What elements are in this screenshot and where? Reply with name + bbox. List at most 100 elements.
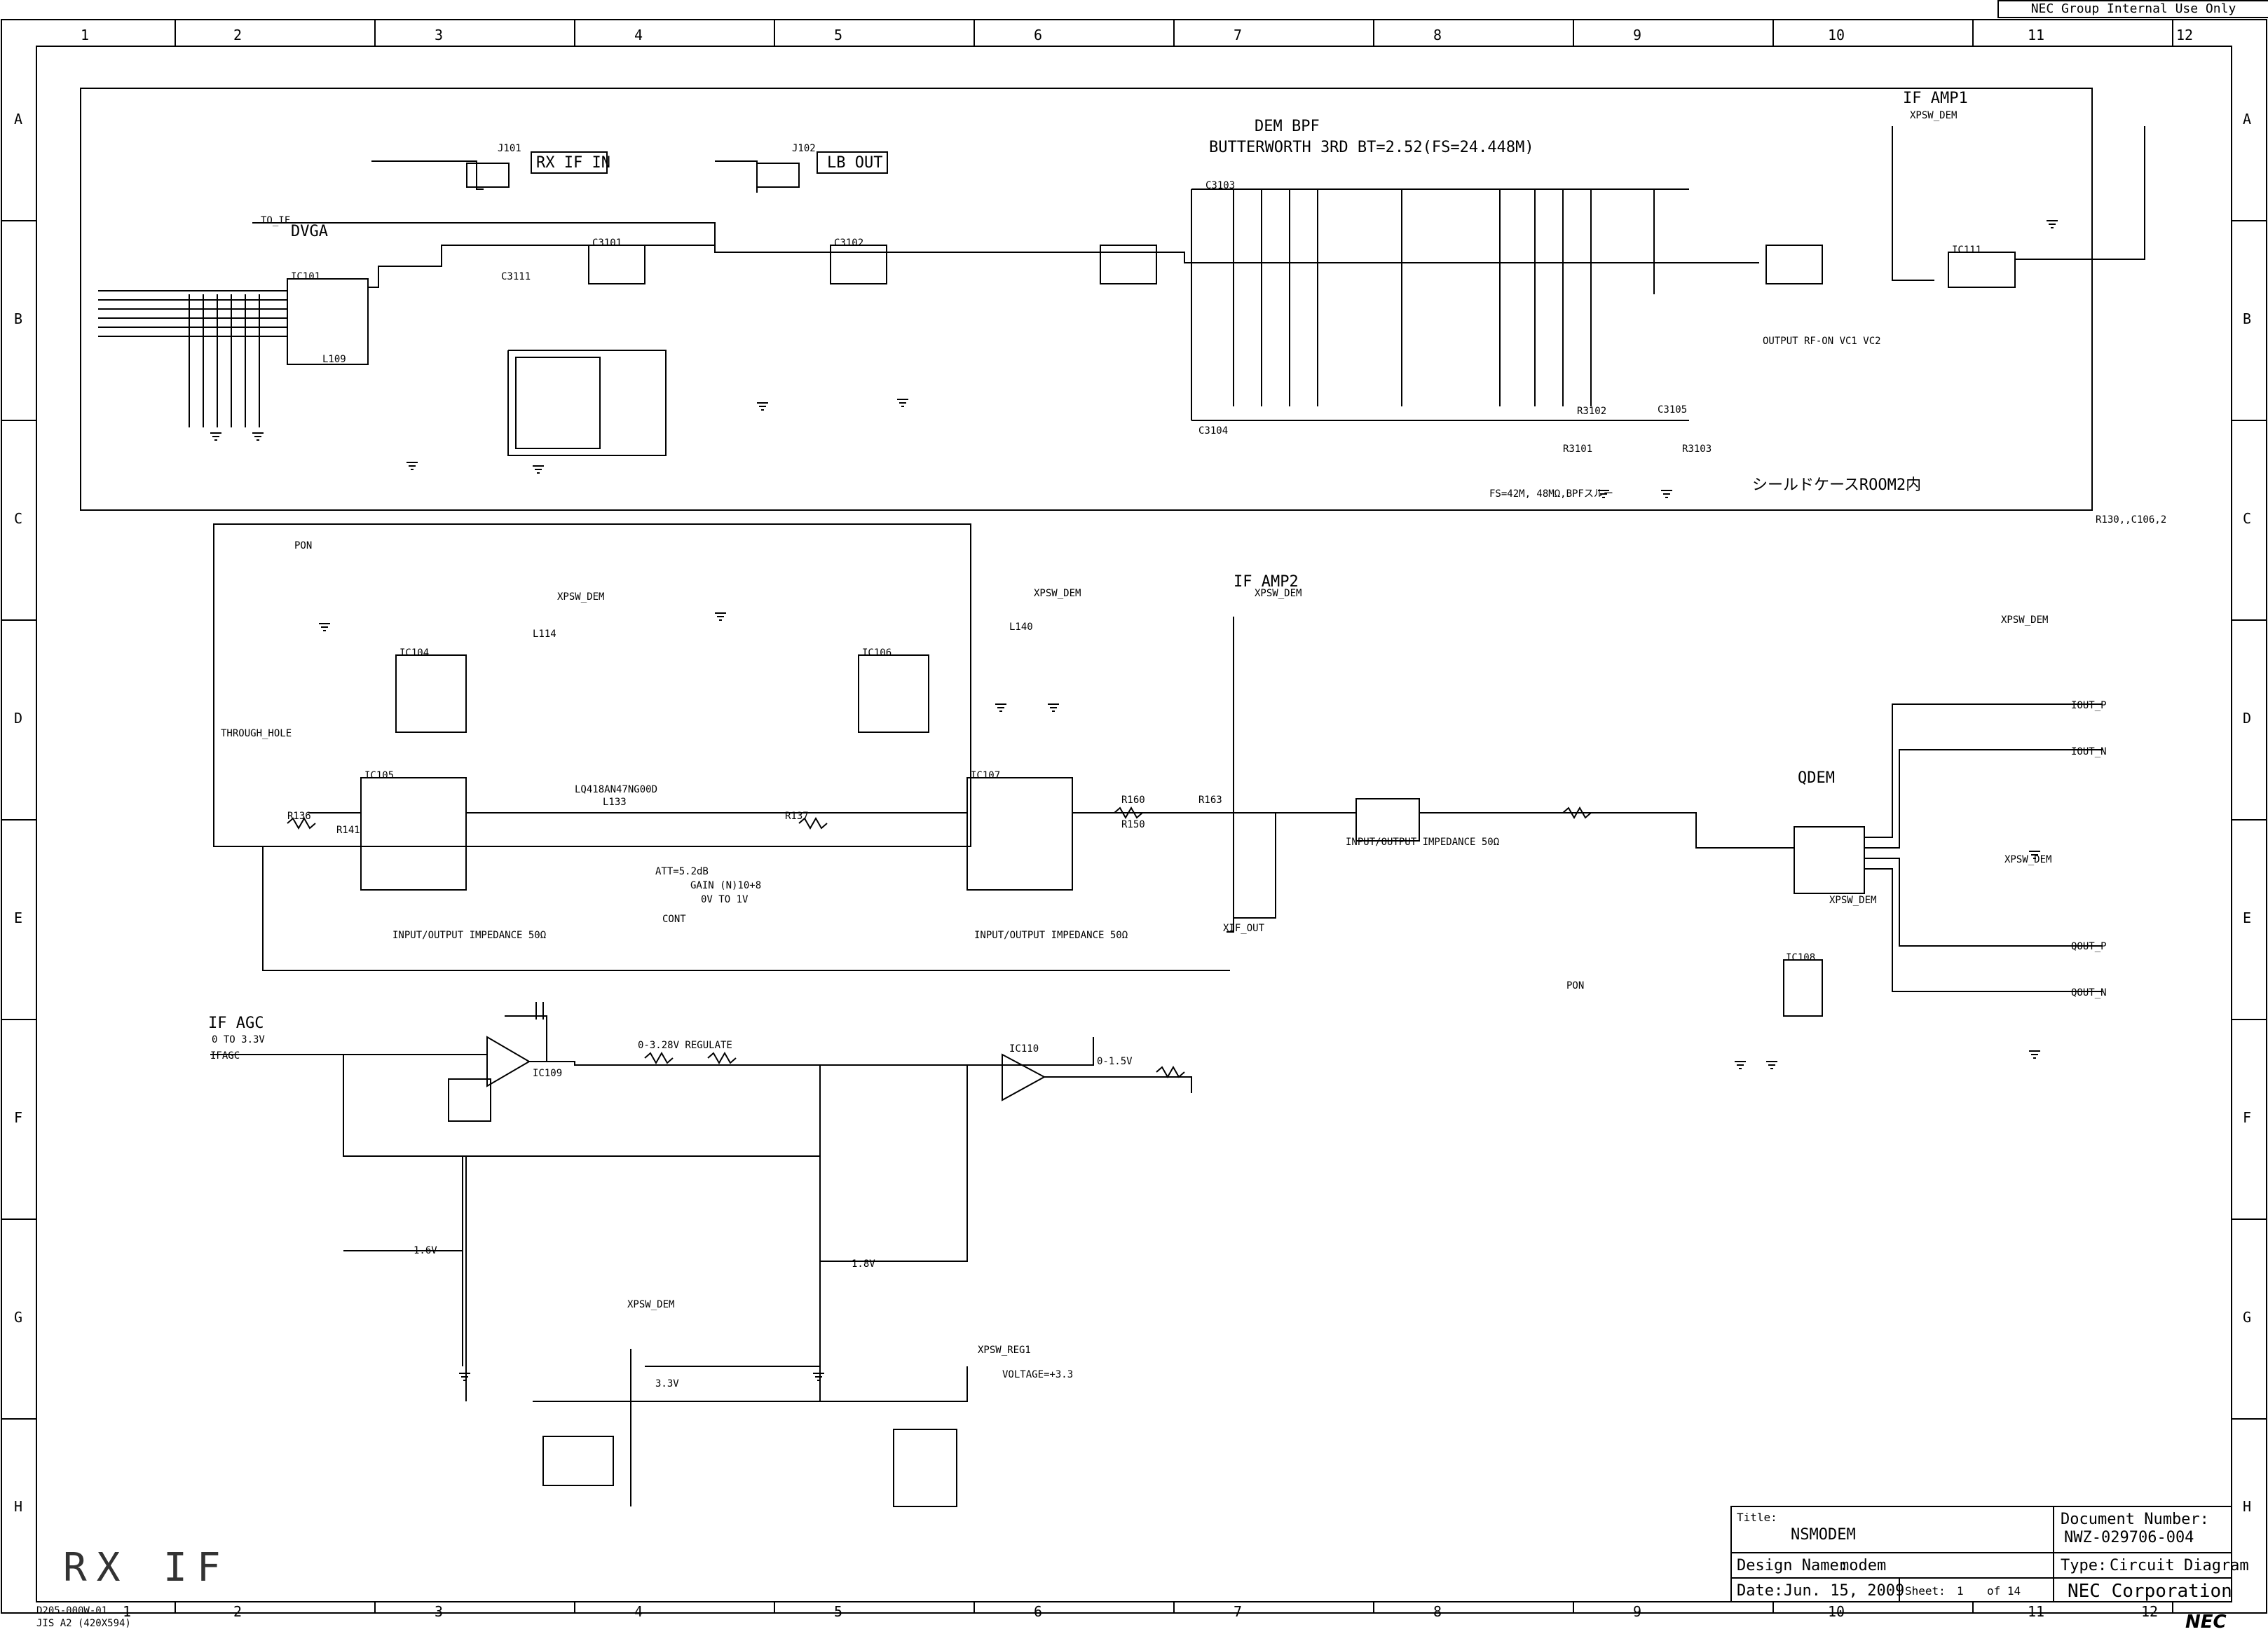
col-label-9: 9 (1633, 27, 1642, 43)
col-label-bottom-1: 1 (123, 1603, 132, 1620)
v15-net: 0-1.5V (1097, 1056, 1133, 1067)
l114-label: L114 (533, 629, 556, 640)
row-label-right-h: H (2243, 1498, 2252, 1515)
footer-form-id: D205-000W-01 (36, 1605, 108, 1616)
ic110-label: IC110 (1009, 1043, 1039, 1055)
j102-label: J102 (792, 143, 816, 154)
company-name: NEC Corporation (2068, 1581, 2232, 1602)
ic111-qdem (1794, 826, 1865, 894)
outer-frame (1, 19, 2267, 1614)
title-field-label: Title: (1737, 1511, 1777, 1524)
qout-n-net: QOUT_N (2071, 987, 2107, 998)
xpsw-reg-net: XPSW_REG1 (978, 1345, 1031, 1356)
rx-if-in-label: RX IF IN (536, 154, 610, 172)
v18-net: 1.8V (852, 1258, 875, 1270)
io-impedance-label-c: INPUT/OUTPUT IMPEDANCE 50Ω (1346, 837, 1500, 848)
xpsw-dem-3: XPSW_DEM (1910, 110, 1958, 121)
lq-bpf-label: LQ418AN47NG00D (575, 784, 658, 795)
col-label-2: 2 (233, 27, 242, 43)
col-label-3: 3 (435, 27, 444, 43)
r137-label: R137 (785, 811, 809, 822)
xpsw-dem-1: XPSW_DEM (557, 591, 605, 603)
rf-path-in (368, 245, 715, 288)
r160-label: R160 (1121, 795, 1145, 806)
fs-note: FS=42M, 48MΩ,BPFスルー (1489, 488, 1613, 500)
ic3103-switch (1100, 245, 1157, 284)
ic108-label: IC108 (1786, 952, 1816, 963)
col-label-1: 1 (81, 27, 90, 43)
ic111-label: IC111 (1952, 245, 1982, 256)
ic109-opamp (486, 1036, 531, 1087)
ic107-body (966, 777, 1073, 891)
row-label-right-g: G (2243, 1309, 2252, 1326)
r150-resistor (1114, 806, 1143, 820)
j102-body (756, 163, 800, 188)
xif-out-net: XIF_OUT (1223, 923, 1265, 934)
qdem-label: QDEM (1798, 769, 1835, 787)
l109-label: L109 (322, 354, 346, 365)
io-impedance-label-a: INPUT/OUTPUT IMPEDANCE 50Ω (392, 930, 547, 941)
row-label-f: F (14, 1109, 23, 1126)
c3103-label: C3103 (1205, 180, 1236, 191)
sheet-title: RX IF (63, 1545, 231, 1591)
reg-voltage-note: VOLTAGE=+3.3 (1002, 1369, 1074, 1380)
docnum-value: NWZ-029706-004 (2064, 1529, 2194, 1546)
col-label-bottom-9: 9 (1633, 1603, 1642, 1620)
pon-net-1: PON (294, 540, 313, 551)
r116-resistor (644, 1051, 674, 1065)
column-ticks (175, 20, 2173, 1613)
row-label-right-b: B (2243, 310, 2252, 327)
shield-case-label: シールドケースROOM2内 (1752, 476, 1922, 494)
r150-label: R150 (1121, 819, 1145, 830)
io-impedance-label-b: INPUT/OUTPUT IMPEDANCE 50Ω (974, 930, 1128, 941)
ic105-body (360, 777, 467, 891)
dvga-region (213, 523, 971, 847)
ic3101-switch (588, 245, 645, 284)
row-label-c: C (14, 510, 23, 527)
col-label-bottom-8: 8 (1433, 1603, 1442, 1620)
r3101-label: R3101 (1563, 444, 1593, 455)
col-label-bottom-3: 3 (435, 1603, 444, 1620)
sheet-label: Sheet: (1905, 1584, 1946, 1598)
ic101-body (287, 278, 369, 365)
row-label-right-c: C (2243, 510, 2252, 527)
r3103-label: R3103 (1682, 444, 1712, 455)
col-label-8: 8 (1433, 27, 1442, 43)
xpsw-dem-5: XPSW_DEM (1829, 895, 1877, 906)
if-amp2-label: IF AMP2 (1234, 573, 1299, 591)
design-name-value: modem (1840, 1557, 1887, 1574)
ic106-label: IC106 (862, 647, 892, 659)
if-agc-range: 0 TO 3.3V (212, 1034, 265, 1045)
l133-label: L133 (603, 797, 627, 808)
iout-n-net: IOUT_N (2071, 746, 2107, 757)
col-label-bottom-12: 12 (2141, 1603, 2159, 1620)
row-label-b: B (14, 310, 23, 327)
col-label-bottom-11: 11 (2028, 1603, 2045, 1620)
j101-feed (371, 160, 484, 190)
lower-region-outline (262, 846, 1230, 971)
v16-net: 1.6V (414, 1245, 437, 1256)
sheet-value: 1 (1957, 1584, 1964, 1598)
xpsw-dem-4: XPSW_DEM (2001, 615, 2049, 626)
c3105-label: C3105 (1658, 404, 1688, 416)
lb-out-label: LB OUT (827, 154, 883, 172)
r105-resistor (707, 1051, 737, 1065)
pon-net-2: PON (1566, 980, 1585, 991)
col-label-bottom-10: 10 (1828, 1603, 1845, 1620)
r136-resistor (287, 816, 316, 830)
r163-label: R163 (1198, 795, 1222, 806)
design-name-label: Design Name: (1737, 1557, 1848, 1574)
r137-resistor (798, 816, 828, 830)
col-label-4: 4 (634, 27, 643, 43)
c3104-label: C3104 (1198, 425, 1229, 437)
row-label-right-f: F (2243, 1109, 2252, 1126)
footer-paper-size: JIS A2 (420X594) (36, 1618, 131, 1629)
type-value: Circuit Diagram (2110, 1557, 2249, 1574)
col-label-6: 6 (1034, 27, 1043, 43)
title-block-frame (1730, 1506, 2232, 1602)
ic104-label: IC104 (399, 647, 430, 659)
ic105-ref (542, 1436, 614, 1486)
att-label: ATT=5.2dB (655, 866, 709, 877)
r136-label: R136 (287, 811, 311, 822)
col-label-5: 5 (834, 27, 843, 43)
